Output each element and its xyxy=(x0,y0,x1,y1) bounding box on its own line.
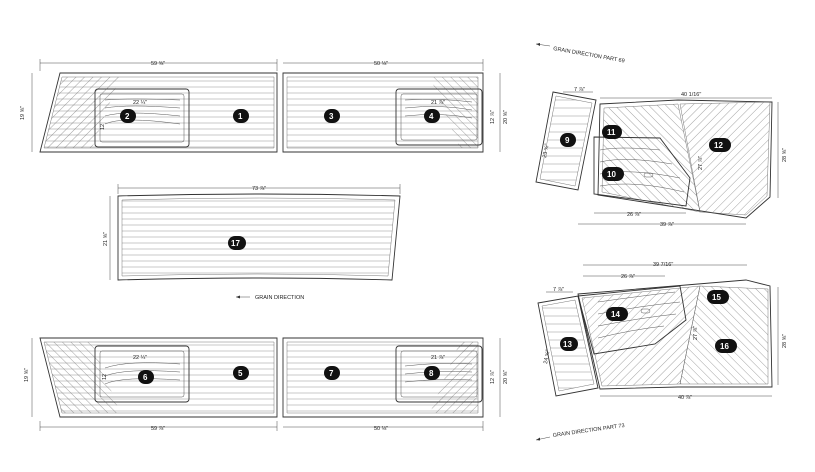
part-label-8: 8 xyxy=(429,369,434,378)
dim-bottom-left-height: 19 ⅝" xyxy=(24,368,30,382)
part-3-4-panel xyxy=(282,72,484,153)
dim-top-left-inner-height: 12 xyxy=(100,124,106,130)
dim-top-right-inner-width: 21 ⅞" xyxy=(431,100,445,106)
dim-lower-right-top-wide: 39 7/16" xyxy=(653,262,673,268)
dim-center-height: 21 ⅝" xyxy=(103,232,109,246)
lower-right-group: 7 ⅞" 26 ⅞" 39 7/16" 24 ⅝" 28 ⅝" 27 ⅞" 40… xyxy=(535,262,788,441)
part-label-14: 14 xyxy=(611,310,620,319)
dim-lower-right-left-height: 24 ⅝" xyxy=(543,349,551,364)
dim-top-left-width: 59 ⅝" xyxy=(151,61,165,67)
upper-right-group: GRAIN DIRECTION PART 69 7 ⅞" 40 1/16" 23… xyxy=(535,43,788,228)
part-label-17: 17 xyxy=(231,239,240,248)
top-panel-group: 59 ⅝" 50 ⅛" 19 ⅝" 22 ¼" 12 21 ⅞" 12 ⅞" 2… xyxy=(20,59,509,153)
dim-lower-right-mid-height: 27 ⅞" xyxy=(693,326,699,340)
dim-bottom-right-inner-width: 21 ⅞" xyxy=(431,355,445,361)
dim-upper-right-mid-height: 27 ⅞" xyxy=(698,156,704,170)
dim-lower-right-right-height: 28 ⅝" xyxy=(782,334,788,348)
part-label-11: 11 xyxy=(607,128,616,137)
part-14-15-16-board xyxy=(577,279,773,390)
dim-bottom-right-height: 20 ⅝" xyxy=(503,370,509,384)
dim-bottom-right-inner-height: 12 ⅞" xyxy=(490,370,496,384)
part-10-11-12-board xyxy=(597,99,773,219)
part-label-1: 1 xyxy=(238,112,243,121)
part-1-2-panel xyxy=(39,72,278,153)
grain-direction-note: GRAIN DIRECTION xyxy=(255,295,304,301)
part-9-board xyxy=(535,91,597,191)
part-label-13: 13 xyxy=(563,340,572,349)
dim-upper-right-bottom-inner: 26 ⅞" xyxy=(627,212,641,218)
dim-top-left-height: 19 ⅝" xyxy=(20,106,26,120)
grain-part-69-note: GRAIN DIRECTION PART 69 xyxy=(553,46,625,64)
part-13-board xyxy=(537,295,599,397)
part-5-6-panel xyxy=(39,337,278,418)
dim-bottom-left-inner-height: 12 xyxy=(102,374,108,380)
part-label-15: 15 xyxy=(712,293,721,302)
bottom-panel-group: 19 ⅝" 22 ¼" 12 21 ⅞" 12 ⅞" 20 ⅝" 59 ⅞" 5… xyxy=(24,337,509,432)
dim-top-right-width: 50 ⅛" xyxy=(374,61,388,67)
dim-bottom-left-width: 59 ⅞" xyxy=(151,426,165,432)
dim-upper-right-top-wide: 40 1/16" xyxy=(681,92,701,98)
part-label-5: 5 xyxy=(238,369,243,378)
dim-top-right-inner-height: 12 ⅞" xyxy=(490,110,496,124)
part-label-9: 9 xyxy=(565,136,570,145)
dim-upper-right-bottom-wide: 39 ⅞" xyxy=(660,222,674,228)
dim-upper-right-top-small: 7 ⅞" xyxy=(574,87,585,93)
part-label-12: 12 xyxy=(714,141,723,150)
dim-lower-right-top-inner: 26 ⅞" xyxy=(621,274,635,280)
part-label-6: 6 xyxy=(143,373,148,382)
part-17-panel xyxy=(117,193,401,281)
dim-lower-right-bottom-wide: 40 ⅞" xyxy=(678,395,692,401)
dim-center-width: 73 ⅞" xyxy=(252,186,266,192)
part-label-16: 16 xyxy=(720,342,729,351)
dim-lower-right-top-small: 7 ⅞" xyxy=(553,287,564,293)
part-label-3: 3 xyxy=(329,112,334,121)
dim-top-left-inner-width: 22 ¼" xyxy=(133,100,147,106)
part-7-8-panel xyxy=(282,337,484,418)
part-label-10: 10 xyxy=(607,170,616,179)
dim-bottom-left-inner-width: 22 ¼" xyxy=(133,355,147,361)
part-label-2: 2 xyxy=(125,112,130,121)
dim-bottom-right-width: 50 ⅛" xyxy=(374,426,388,432)
dim-upper-right-right-height: 28 ⅝" xyxy=(782,148,788,162)
center-panel-group: 73 ⅞" 21 ⅝" 17 GRAIN DIRECTION xyxy=(103,184,401,301)
grain-part-73-note: GRAIN DIRECTION PART 73 xyxy=(552,423,625,439)
dim-top-right-height: 20 ⅝" xyxy=(503,110,509,124)
part-label-7: 7 xyxy=(329,369,334,378)
part-label-4: 4 xyxy=(429,112,434,121)
